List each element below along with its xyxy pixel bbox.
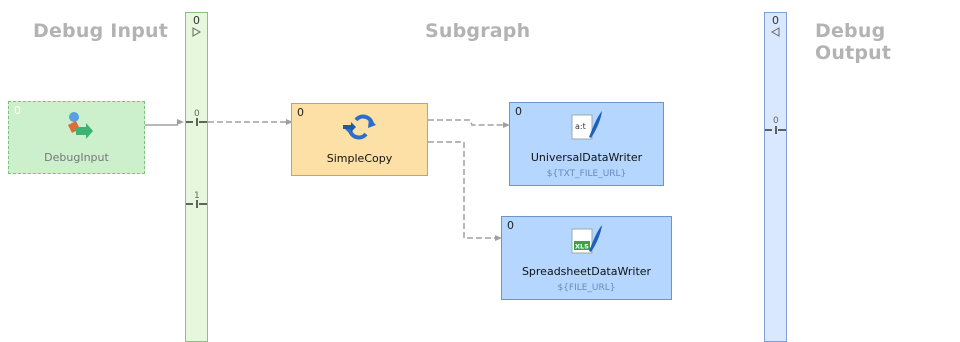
debug-input-node-label: DebugInput — [44, 151, 109, 164]
triangle-left-icon — [770, 27, 780, 40]
debug-input-node[interactable]: 0 DebugInput — [8, 101, 145, 174]
output-bar-label: 0 — [772, 14, 779, 27]
output-port-0-marker — [765, 126, 786, 134]
input-port-1-marker — [186, 200, 207, 208]
input-port-1-label: 1 — [194, 191, 200, 201]
arrowhead-simplecopy-in — [286, 119, 293, 125]
debug-input-icon — [64, 109, 94, 147]
input-port-0-marker — [186, 118, 207, 126]
edge-simplecopy-to-udw — [428, 119, 503, 126]
input-port-0-label: 0 — [194, 109, 200, 119]
universal-data-writer-node-label: UniversalDataWriter — [530, 151, 643, 164]
text-file-writer-icon: a:t — [569, 109, 605, 147]
arrowhead-sdw-in — [495, 235, 502, 241]
edge-simplecopy-to-sdw — [428, 141, 495, 239]
subgraph-title: Subgraph — [425, 20, 531, 42]
debug-input-bar[interactable]: 0 0 1 — [185, 12, 208, 342]
svg-text:a:t: a:t — [575, 122, 586, 131]
debug-output-bar[interactable]: 0 0 — [764, 12, 787, 342]
spreadsheet-data-writer-node-number: 0 — [507, 219, 514, 232]
svg-text:XLS: XLS — [575, 243, 589, 251]
universal-data-writer-node-number: 0 — [515, 105, 522, 118]
arrowhead-bar-in — [177, 119, 184, 125]
spreadsheet-data-writer-node[interactable]: 0 XLS SpreadsheetDataWriter ${FILE_URL} — [501, 216, 672, 300]
arrowhead-udw-in — [503, 122, 510, 128]
spreadsheet-data-writer-file-url: ${FILE_URL} — [557, 283, 616, 293]
triangle-right-icon — [192, 27, 202, 40]
copy-arrows-icon — [342, 112, 378, 146]
debug-input-node-number: 0 — [14, 104, 21, 117]
simple-copy-node[interactable]: 0 SimpleCopy — [291, 103, 428, 176]
output-port-0-label: 0 — [773, 116, 779, 126]
xls-writer-icon: XLS — [569, 223, 605, 261]
simple-copy-node-number: 0 — [297, 106, 304, 119]
debug-output-title: Debug Output — [815, 20, 892, 64]
universal-data-writer-node[interactable]: 0 a:t UniversalDataWriter ${TXT_FILE_URL… — [509, 102, 664, 186]
debug-input-title: Debug Input — [33, 20, 169, 42]
spreadsheet-data-writer-node-label: SpreadsheetDataWriter — [521, 265, 652, 278]
universal-data-writer-file-url: ${TXT_FILE_URL} — [546, 169, 627, 179]
simple-copy-node-label: SimpleCopy — [326, 152, 393, 165]
input-bar-label: 0 — [193, 14, 200, 27]
